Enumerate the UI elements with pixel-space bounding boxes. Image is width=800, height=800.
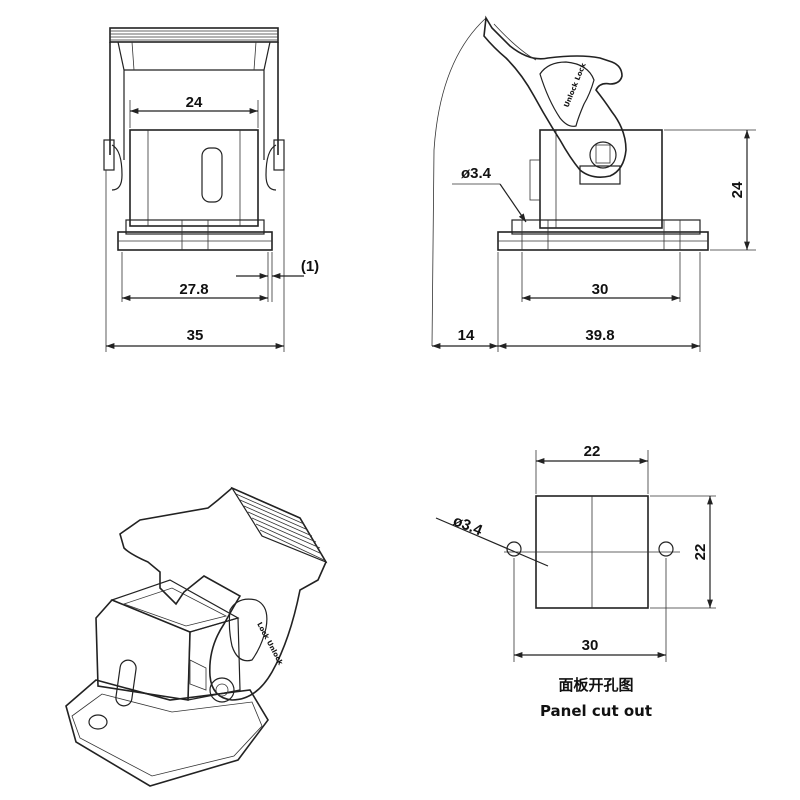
iso-view: Lock Unlock [65,486,328,787]
side-dim-hole: ø3.4 [461,165,492,182]
side-dim-24: 24 [729,181,746,198]
cutout-caption-zh: 面板开孔图 [558,676,633,694]
cutout-caption-en: Panel cut out [540,702,652,720]
cutout-dim-spacing: 30 [582,637,599,654]
side-dim-39-8: 39.8 [585,327,614,344]
cutout-dim-height: 22 [692,544,709,561]
cutout-dim-hole: ø3.4 [451,512,486,539]
side-latch-lever: Unlock Lock [483,15,627,178]
side-dim-30: 30 [592,281,609,298]
front-latch-grip [109,27,279,160]
panel-cutout: 22 22 30 ø3.4 面板开孔图 Panel cut out [435,443,716,720]
front-dim-27-8: 27.8 [179,281,208,298]
mount-hole-right [658,541,674,557]
side-view: Unlock Lock 24 30 14 39.8 ø3.4 [431,15,756,352]
side-latch-label: Unlock Lock [563,62,588,109]
front-view: 24 27.8 (1) 35 [103,27,319,352]
front-dim-35: 35 [187,327,204,344]
side-dim-14: 14 [458,327,475,344]
front-dim-gap-1: (1) [301,258,319,275]
iso-latch-label: Lock Unlock [255,621,284,667]
front-dim-24: 24 [186,94,203,111]
cutout-dim-width: 22 [584,443,601,460]
